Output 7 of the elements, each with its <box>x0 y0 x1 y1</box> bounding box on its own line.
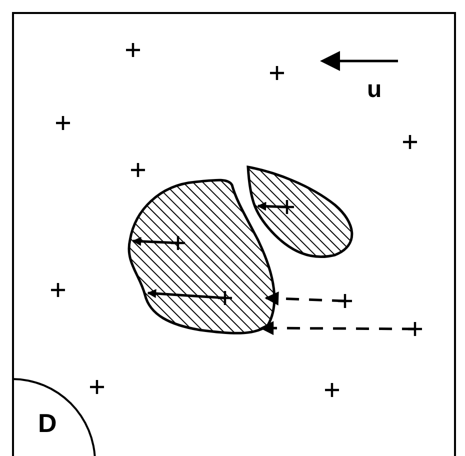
region-label: D <box>38 410 57 436</box>
dashed-arrow <box>260 321 415 336</box>
arrow <box>257 202 288 211</box>
arrow <box>132 236 178 246</box>
velocity-label: u <box>367 78 382 102</box>
arrow <box>147 289 226 300</box>
dashed-arrow <box>264 291 346 306</box>
